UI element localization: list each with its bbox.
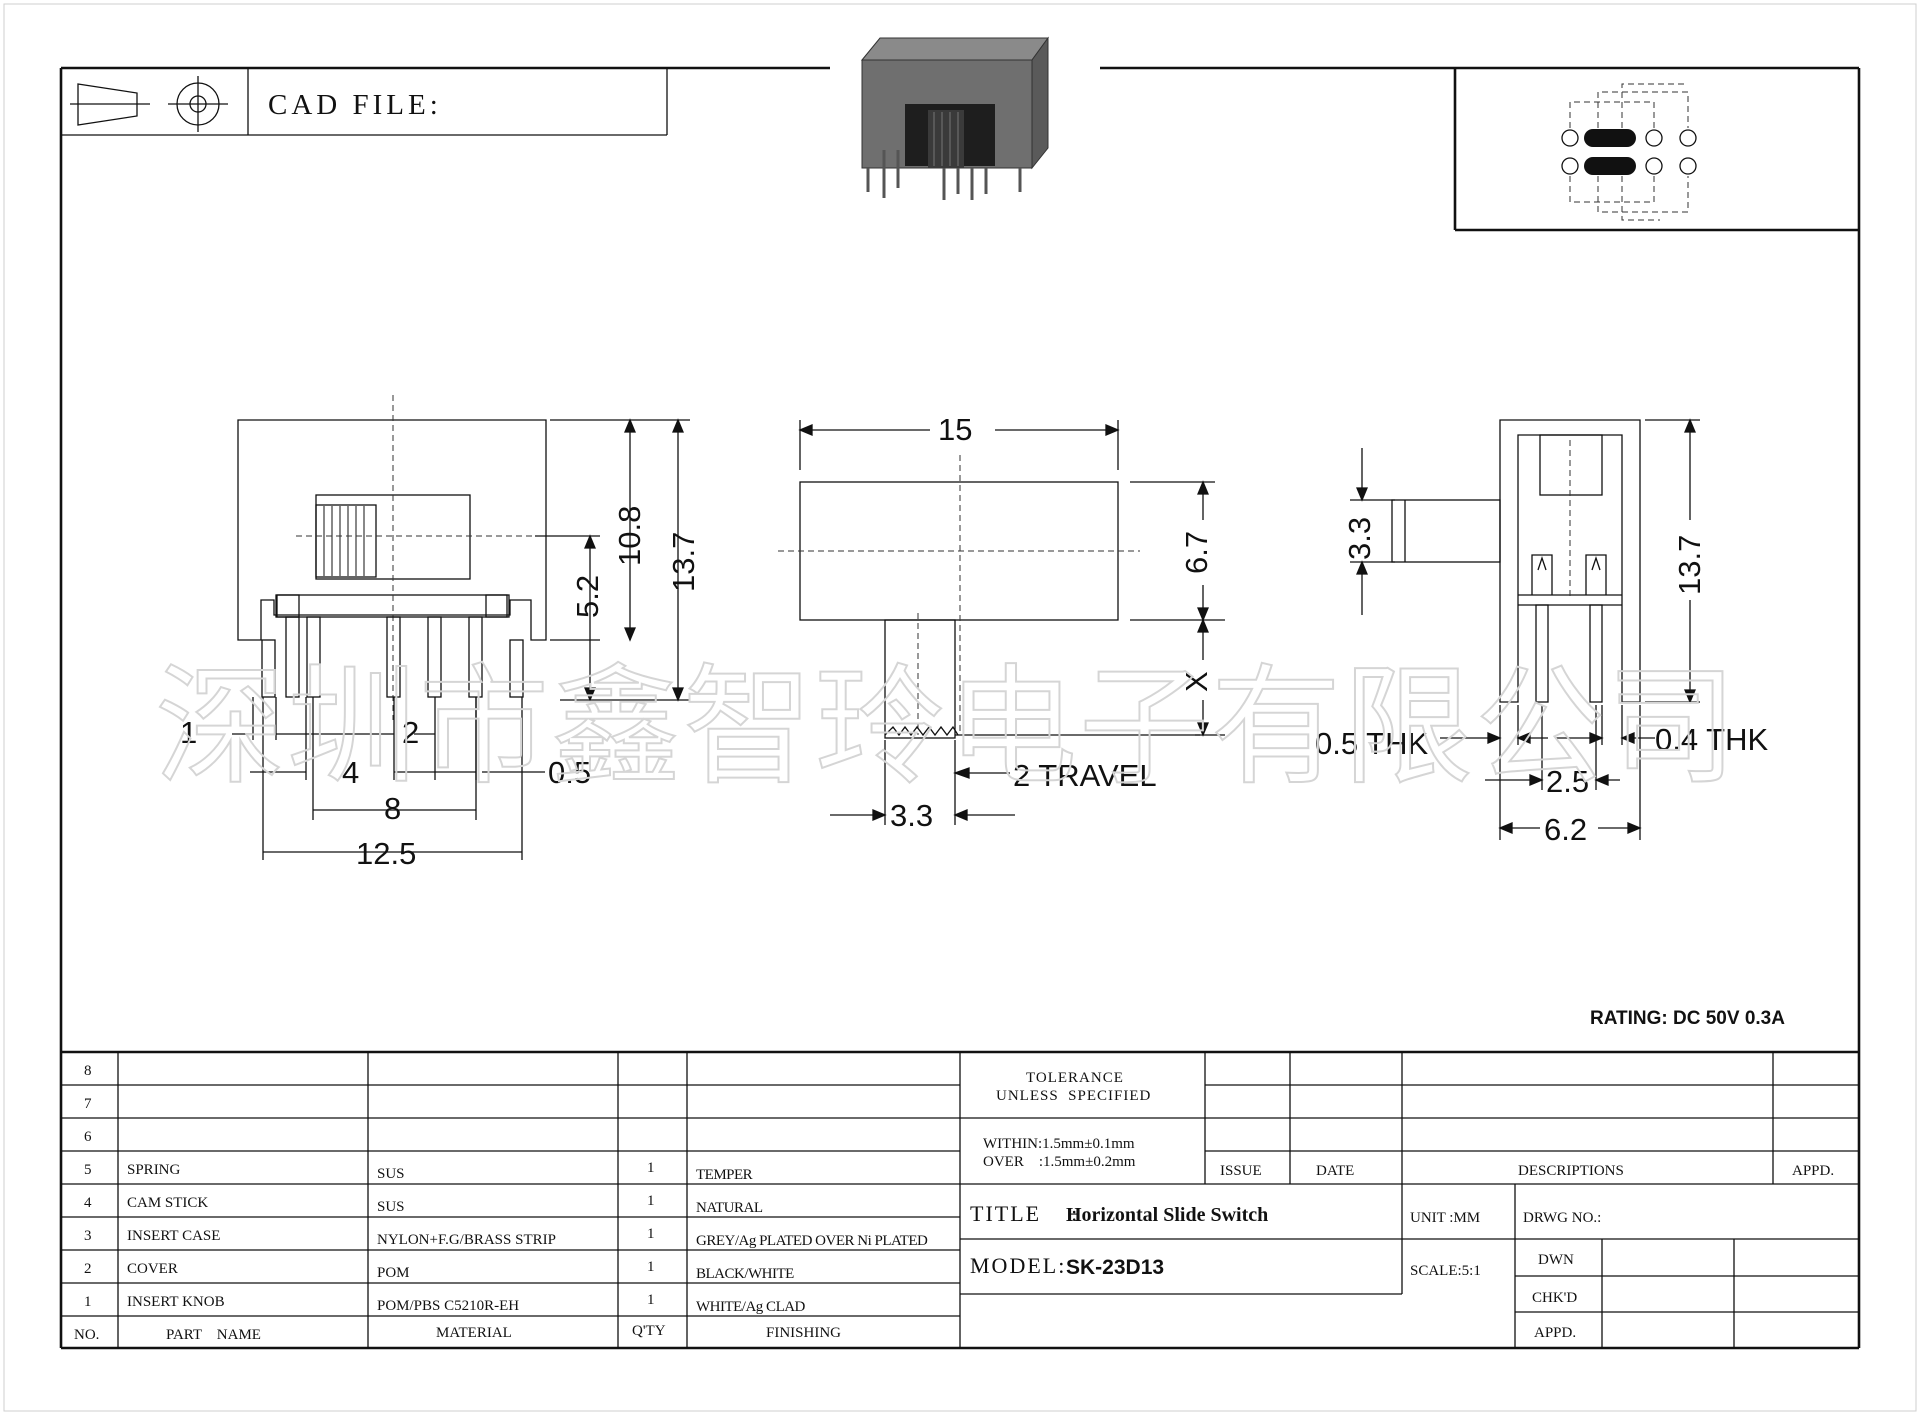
bom-qty: 1	[647, 1193, 655, 1209]
bom-qty: 1	[647, 1292, 655, 1308]
top-view: 15 6.7 X 2 TRAVEL 3.3	[778, 412, 1225, 833]
bom-part-name: INSERT CASE	[127, 1228, 220, 1244]
bom-row-no: 3	[84, 1228, 92, 1244]
bom-part-name: SPRING	[127, 1162, 181, 1178]
cad-file-label: CAD FILE:	[268, 89, 442, 121]
dim-top-travel: 2 TRAVEL	[1013, 758, 1157, 793]
dim-side-0-5-thk: 0.5 THK	[1315, 726, 1428, 761]
dim-top-15: 15	[938, 412, 972, 447]
bom-row-no: 6	[84, 1129, 92, 1145]
title-label: TITLE :	[970, 1201, 1079, 1226]
bom-finishing: BLACK/WHITE	[696, 1266, 794, 1282]
bom-header-qty: Q'TY	[632, 1323, 666, 1339]
circuit-schematic	[1453, 68, 1859, 232]
bom-material: NYLON+F.G/BRASS STRIP	[377, 1232, 556, 1248]
dim-side-3-3: 3.3	[1342, 517, 1377, 560]
product-photo	[860, 36, 1049, 200]
dim-top-3-3: 3.3	[890, 798, 933, 833]
dim-front-10-8: 10.8	[612, 506, 647, 566]
drawn-by-label: DWN	[1538, 1252, 1574, 1268]
dim-top-6-7: 6.7	[1179, 531, 1214, 574]
bom-qty: 1	[647, 1259, 655, 1275]
bom-material: POM/PBS C5210R-EH	[377, 1298, 519, 1314]
cad-file-header: CAD FILE:	[61, 68, 668, 136]
bom-material: SUS	[377, 1199, 405, 1215]
checked-by-label: CHK'D	[1532, 1290, 1577, 1306]
dim-front-0-5: 0.5	[548, 755, 591, 790]
tolerance-within: WITHIN:1.5mm±0.1mm	[983, 1136, 1135, 1152]
appd-header: APPD.	[1792, 1163, 1834, 1179]
bom-finishing: TEMPER	[696, 1167, 753, 1183]
bom-row-no: 2	[84, 1261, 92, 1277]
dim-front-13-7: 13.7	[666, 532, 701, 592]
dim-side-0-4-thk: 0.4 THK	[1655, 722, 1768, 757]
model-label: MODEL:	[970, 1253, 1066, 1278]
bom-row-no: 8	[84, 1063, 92, 1079]
bom-material: POM	[377, 1265, 410, 1281]
title-value: Horizontal Slide Switch	[1066, 1204, 1268, 1226]
dim-front-1: 1	[180, 715, 197, 750]
bom-row-no: 1	[84, 1294, 92, 1310]
bom-row-no: 5	[84, 1162, 92, 1178]
company-watermark: 深圳市鑫智玲电子有限公司	[155, 651, 1739, 803]
bom-header-material: MATERIAL	[436, 1325, 512, 1341]
issue-header: ISSUE	[1220, 1163, 1262, 1179]
dim-front-5-2: 5.2	[570, 575, 605, 618]
bom-part-name: INSERT KNOB	[127, 1294, 225, 1310]
descriptions-header: DESCRIPTIONS	[1518, 1163, 1624, 1179]
front-view: 1 2 4 0.5 8 12.5 5.2 10.8 13.7	[180, 395, 701, 871]
title-block: TOLERANCE UNLESS SPECIFIED WITHIN:1.5mm±…	[960, 1052, 1859, 1348]
dim-top-x: X	[1179, 671, 1214, 692]
bom-material: SUS	[377, 1166, 405, 1182]
bom-finishing: NATURAL	[696, 1200, 763, 1216]
bom-finishing: GREY/Ag PLATED OVER Ni PLATED	[696, 1233, 928, 1249]
bom-row-no: 4	[84, 1195, 92, 1211]
tolerance-label: TOLERANCE	[1026, 1070, 1124, 1086]
bom-qty: 1	[647, 1226, 655, 1242]
approved-by-label: APPD.	[1534, 1325, 1576, 1341]
drawing-number-label: DRWG NO.:	[1523, 1210, 1601, 1226]
bom-part-name: COVER	[127, 1261, 178, 1277]
dim-side-13-7: 13.7	[1672, 535, 1707, 595]
dim-side-6-2: 6.2	[1544, 812, 1587, 847]
dim-front-8: 8	[384, 791, 401, 826]
bom-qty: 1	[647, 1160, 655, 1176]
dim-front-2: 2	[402, 715, 419, 750]
rating-text: RATING: DC 50V 0.3A	[1590, 1008, 1785, 1029]
dim-side-2-5: 2.5	[1546, 764, 1589, 799]
bom-header-part-name: PART NAME	[166, 1327, 261, 1343]
projection-symbol-icon	[70, 76, 228, 132]
tolerance-over: OVER :1.5mm±0.2mm	[983, 1154, 1136, 1170]
dim-front-12-5: 12.5	[356, 836, 416, 871]
date-header: DATE	[1316, 1163, 1354, 1179]
scale-label: SCALE:5:1	[1410, 1263, 1481, 1279]
dim-front-4: 4	[342, 755, 359, 790]
model-value: SK-23D13	[1066, 1256, 1164, 1279]
bom-part-name: CAM STICK	[127, 1195, 208, 1211]
bom-row-no: 7	[84, 1096, 92, 1112]
unit-label: UNIT :MM	[1410, 1210, 1480, 1226]
bom-table: 8 7 6 5 4 3 2 1 SPRING CAM STICK INSERT …	[61, 1050, 1859, 1348]
tolerance-subtitle: UNLESS SPECIFIED	[996, 1088, 1151, 1104]
bom-header-no: NO.	[74, 1327, 99, 1343]
bom-finishing: WHITE/Ag CLAD	[696, 1299, 806, 1315]
side-view: 3.3 13.7 0.5 THK 0.4 THK 2.5 6.2	[1315, 418, 1768, 847]
bom-header-finishing: FINISHING	[766, 1325, 841, 1341]
